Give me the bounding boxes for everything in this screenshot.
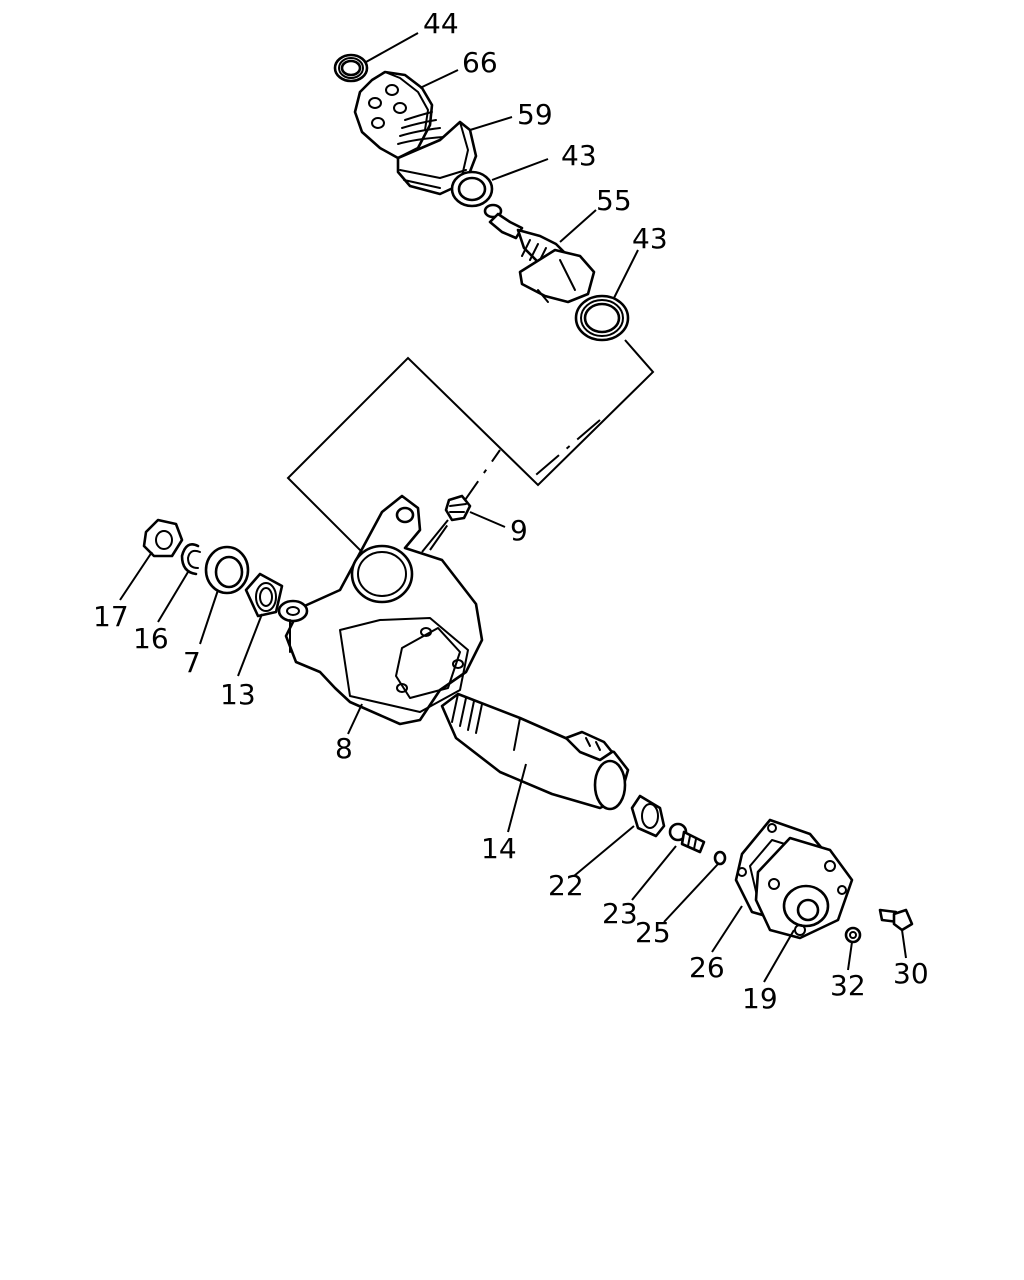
part-43-upper-bearing xyxy=(450,170,494,208)
part-22-needle-bearing xyxy=(630,794,666,838)
assembly-bracket xyxy=(286,339,655,601)
part-labels: 44 66 59 43 55 43 9 17 16 7 13 8 14 22 2… xyxy=(93,7,929,1015)
label-19: 19 xyxy=(742,982,778,1015)
label-32: 32 xyxy=(830,969,866,1002)
label-17: 17 xyxy=(93,600,129,633)
part-13-needle-bearing xyxy=(244,572,284,618)
part-8-gear-housing xyxy=(277,494,484,726)
label-66: 66 xyxy=(462,46,498,79)
label-59: 59 xyxy=(517,98,553,131)
label-43-lower: 43 xyxy=(632,222,668,255)
label-30: 30 xyxy=(893,957,929,990)
label-26: 26 xyxy=(689,951,725,984)
label-13: 13 xyxy=(220,678,256,711)
part-30-bolt xyxy=(878,908,914,932)
label-7: 7 xyxy=(183,646,201,679)
part-19-side-cover xyxy=(754,836,854,940)
label-55: 55 xyxy=(596,184,632,217)
label-9: 9 xyxy=(510,514,528,547)
part-66-valve-sleeve xyxy=(353,70,445,160)
part-16-snap-ring xyxy=(180,543,201,576)
part-43-lower-bearing xyxy=(574,294,630,342)
part-23-adjusting-screw xyxy=(668,822,706,854)
leader-lines xyxy=(119,32,907,983)
part-25-washer xyxy=(713,850,727,866)
part-9-plug xyxy=(444,494,472,522)
label-16: 16 xyxy=(133,622,169,655)
label-22: 22 xyxy=(548,869,584,902)
label-23: 23 xyxy=(602,897,638,930)
part-44-bearing xyxy=(333,53,369,83)
part-32-lock-nut xyxy=(844,926,862,944)
part-14-sector-shaft xyxy=(440,692,630,811)
part-59-housing xyxy=(396,120,478,196)
label-43-upper: 43 xyxy=(561,139,597,172)
part-7-oil-seal xyxy=(204,545,250,595)
label-25: 25 xyxy=(635,916,671,949)
label-14: 14 xyxy=(481,832,517,865)
label-8: 8 xyxy=(335,732,353,765)
label-44: 44 xyxy=(423,7,459,40)
part-17-nut xyxy=(142,518,184,558)
part-55-worm-shaft xyxy=(483,203,596,304)
